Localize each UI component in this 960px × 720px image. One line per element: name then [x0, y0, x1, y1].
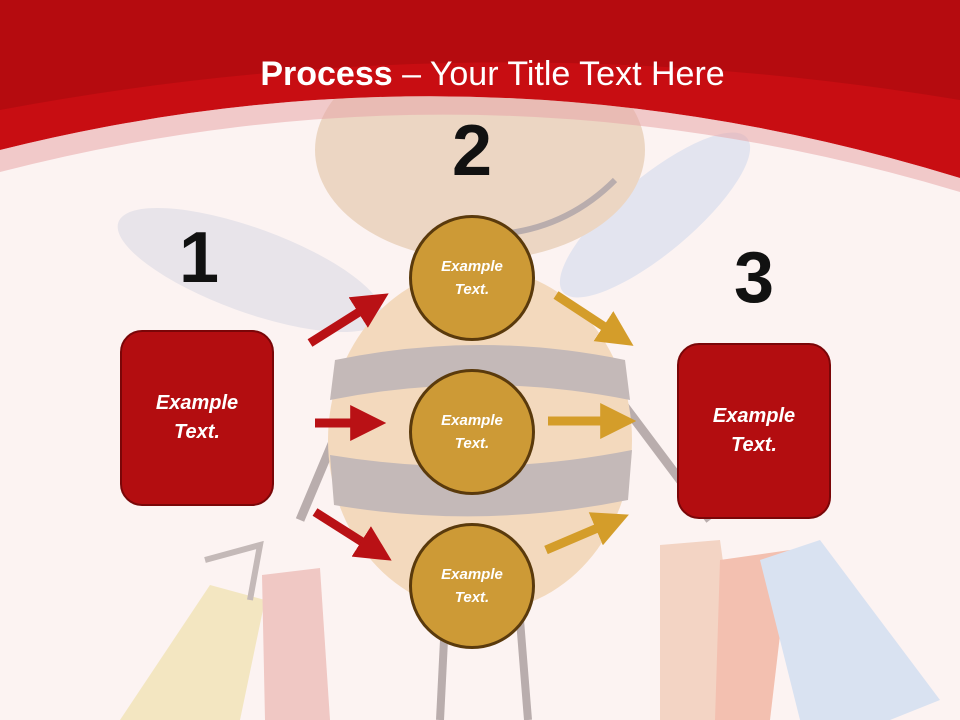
step-2-circle-3-text: Example Text. [441, 566, 503, 606]
step-2-circle-1: Example Text. [409, 215, 535, 341]
title-bold: Process [260, 55, 393, 93]
arrow-2a-to-3 [553, 291, 634, 346]
step-2-circle-3: Example Text. [409, 523, 535, 649]
step-3-text: Example Text. [712, 405, 796, 456]
slide-title: Process – Your Title Text Here [0, 52, 960, 96]
step-2-number: 2 [451, 111, 493, 191]
step-2-circle-2: Example Text. [409, 369, 535, 495]
step-3-box: Example Text. [677, 343, 831, 519]
step-1-number: 1 [178, 218, 220, 298]
arrow-2c-to-3 [544, 512, 629, 555]
title-text: Your Title Text Here [429, 55, 725, 93]
step-2-circle-1-text: Example Text. [441, 258, 503, 298]
title-dash: – [392, 55, 430, 93]
step-3-number: 3 [733, 238, 775, 318]
arrow-1-to-2c [312, 508, 392, 561]
step-1-text: Example Text. [155, 392, 239, 443]
step-2-circle-2-text: Example Text. [441, 412, 503, 452]
step-1-box: Example Text. [120, 330, 274, 506]
arrow-1-to-2a [307, 293, 389, 347]
